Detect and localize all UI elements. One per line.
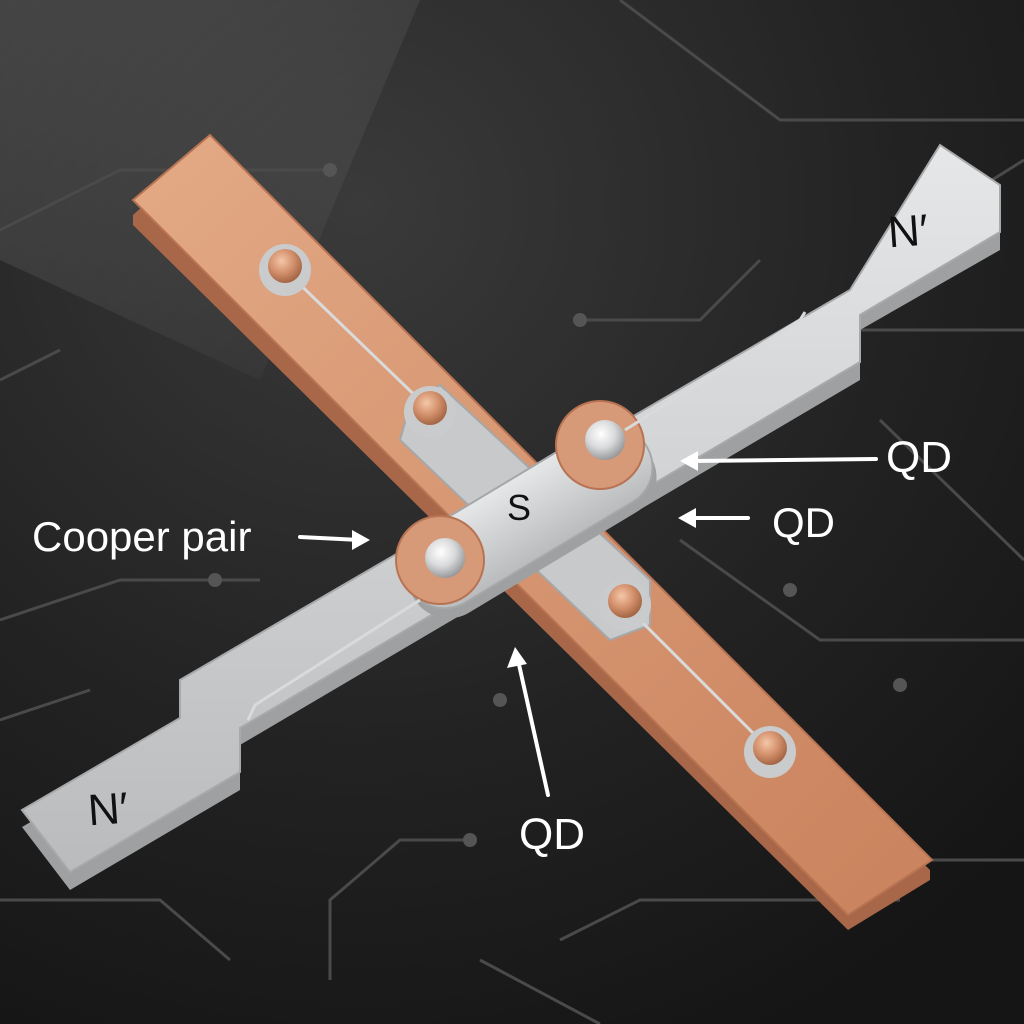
contact-dots bbox=[259, 244, 796, 778]
wires bbox=[246, 268, 807, 752]
normal-lead-label-bottom-left: N′ bbox=[86, 783, 130, 836]
qd-label-right: QD bbox=[772, 499, 835, 546]
circuit-nodes bbox=[208, 163, 907, 847]
label-arrows bbox=[298, 457, 878, 797]
superconductor-label: S bbox=[507, 487, 532, 528]
qd-label-bottom: QD bbox=[519, 810, 585, 859]
cooper-pair-label: Cooper pair bbox=[32, 513, 252, 560]
arrowheads bbox=[352, 451, 698, 668]
normal-lead-label-top-right: N′ bbox=[886, 205, 930, 258]
qd-label-upper: QD bbox=[886, 433, 952, 482]
